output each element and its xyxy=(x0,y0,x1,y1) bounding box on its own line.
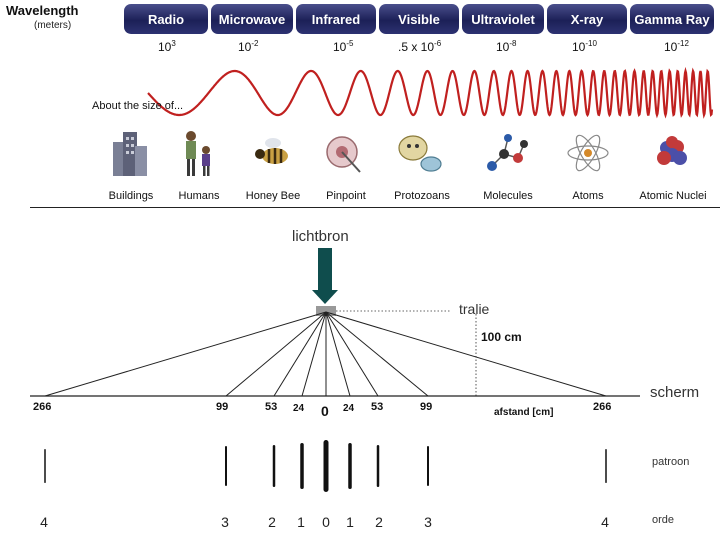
example-label-pinpoint: Pinpoint xyxy=(326,190,366,202)
spectrum-units: (meters) xyxy=(34,20,72,31)
section-divider xyxy=(30,207,720,208)
wave-graphic xyxy=(147,66,714,119)
band-radio: Radio xyxy=(124,4,208,34)
order-number: 4 xyxy=(40,514,48,530)
diffraction-ray xyxy=(325,311,351,397)
light-arrow-shaft xyxy=(318,248,332,290)
order-number: 2 xyxy=(375,514,383,530)
axis-label: afstand [cm] xyxy=(494,407,554,418)
grating xyxy=(316,306,336,316)
order-number: 4 xyxy=(601,514,609,530)
diffraction-ray xyxy=(44,311,327,397)
diffraction-ray xyxy=(325,311,429,397)
diffraction-ray xyxy=(225,311,327,397)
grating-label: tralie xyxy=(459,301,490,317)
atoms-icon xyxy=(567,134,609,172)
humans-icon xyxy=(186,131,210,176)
pattern-line xyxy=(300,443,304,489)
light-arrow-head xyxy=(312,290,338,304)
wave-line xyxy=(147,66,714,119)
order-number: 3 xyxy=(424,514,432,530)
pattern-line xyxy=(272,445,276,487)
wavelength-radio: 103 xyxy=(158,39,176,54)
wavelength-xray: 10-10 xyxy=(572,39,597,54)
pattern-line xyxy=(605,449,607,483)
pattern-line xyxy=(225,446,227,486)
atomic-nuclei-icon xyxy=(657,136,687,165)
diffraction-ray xyxy=(301,311,327,397)
band-infrared: Infrared xyxy=(296,4,376,34)
buildings-icon xyxy=(113,132,147,176)
order-label: orde xyxy=(652,514,675,526)
pattern-line xyxy=(44,449,46,483)
molecules-icon xyxy=(487,134,528,171)
pinpoint-icon xyxy=(326,136,361,173)
about-label: About the size of... xyxy=(92,100,184,112)
band-ultraviolet: Ultraviolet xyxy=(462,4,544,34)
example-label-atomic-nuclei: Atomic Nuclei xyxy=(639,190,707,202)
pattern-label: patroon xyxy=(652,456,690,468)
example-label-buildings: Buildings xyxy=(108,190,154,202)
wavelength-gamma: 10-12 xyxy=(664,39,689,54)
position-tick: 53 xyxy=(371,401,384,413)
position-tick: 24 xyxy=(293,403,305,414)
order-number: 3 xyxy=(221,514,229,530)
diffraction-ray xyxy=(325,311,379,397)
position-tick: 99 xyxy=(216,401,229,413)
wavelength-ultraviolet: 10-8 xyxy=(496,39,517,54)
honey-bee-icon xyxy=(255,138,288,164)
example-label-atoms: Atoms xyxy=(572,190,604,202)
order-number: 1 xyxy=(346,514,354,530)
wavelength-infrared: 10-5 xyxy=(333,39,354,54)
source-label: lichtbron xyxy=(292,228,349,245)
spectrum-title: Wavelength xyxy=(6,3,79,18)
order-number: 1 xyxy=(297,514,305,530)
protozoans-icon xyxy=(398,135,442,172)
position-tick: 24 xyxy=(343,403,355,414)
position-tick: 53 xyxy=(265,401,278,413)
band-xray: X-ray xyxy=(547,4,627,34)
distance-label: 100 cm xyxy=(481,330,522,344)
pattern-line xyxy=(323,440,329,492)
order-number: 0 xyxy=(322,514,330,530)
band-visible: Visible xyxy=(379,4,459,34)
position-tick: 0 xyxy=(321,403,329,419)
position-tick: 266 xyxy=(593,401,612,413)
pattern-line xyxy=(427,446,429,486)
example-label-molecules: Molecules xyxy=(483,190,533,202)
wavelength-microwave: 10-2 xyxy=(238,39,259,54)
order-number: 2 xyxy=(268,514,276,530)
position-tick: 266 xyxy=(33,401,52,413)
example-label-honey-bee: Honey Bee xyxy=(245,190,301,202)
pattern-line xyxy=(376,445,380,487)
band-gamma-ray: Gamma Ray xyxy=(630,4,714,34)
screen-label: scherm xyxy=(650,384,700,401)
pattern-line xyxy=(348,443,352,489)
example-label-humans: Humans xyxy=(178,190,220,202)
position-tick: 99 xyxy=(420,401,433,413)
example-label-protozoans: Protozoans xyxy=(394,190,450,202)
band-microwave: Microwave xyxy=(211,4,293,34)
diffraction-ray xyxy=(325,311,607,397)
wavelength-visible: .5 x 10-6 xyxy=(398,39,442,54)
diffraction-ray xyxy=(273,311,327,397)
